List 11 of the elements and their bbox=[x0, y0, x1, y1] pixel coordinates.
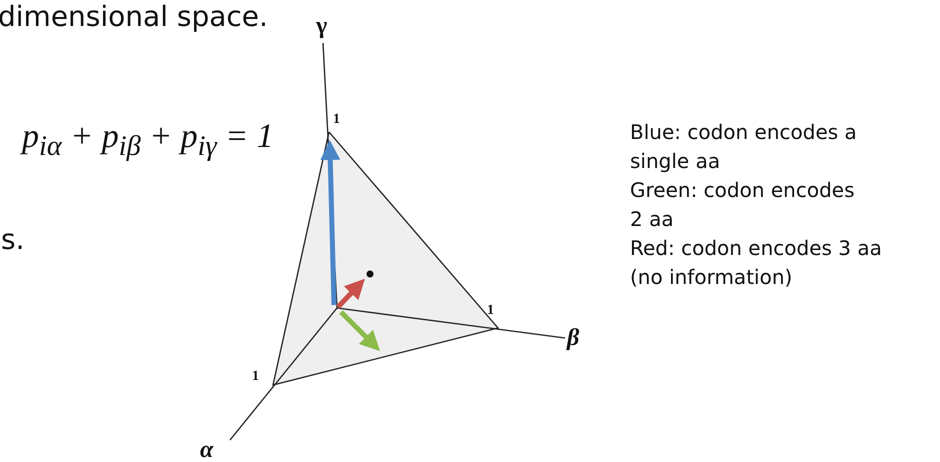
equation: p$_{iα}$ + p$_{iβ}$ + p$_{iγ}$ = 1 bbox=[22, 120, 274, 162]
text-fragment: s. bbox=[1, 226, 24, 254]
legend-note: Green: codon encodes 2 aa bbox=[630, 177, 856, 233]
tick-label: 1 bbox=[252, 370, 259, 384]
tick-label: 1 bbox=[333, 113, 340, 127]
axis-label: β bbox=[567, 326, 580, 350]
axis-label: γ bbox=[316, 14, 328, 38]
legend-note: Blue: codon encodes a single aa bbox=[630, 119, 858, 175]
legend-note: Red: codon encodes 3 aa (no information) bbox=[630, 235, 883, 291]
tick-label: 1 bbox=[487, 304, 494, 318]
axis-label: α bbox=[200, 438, 214, 462]
